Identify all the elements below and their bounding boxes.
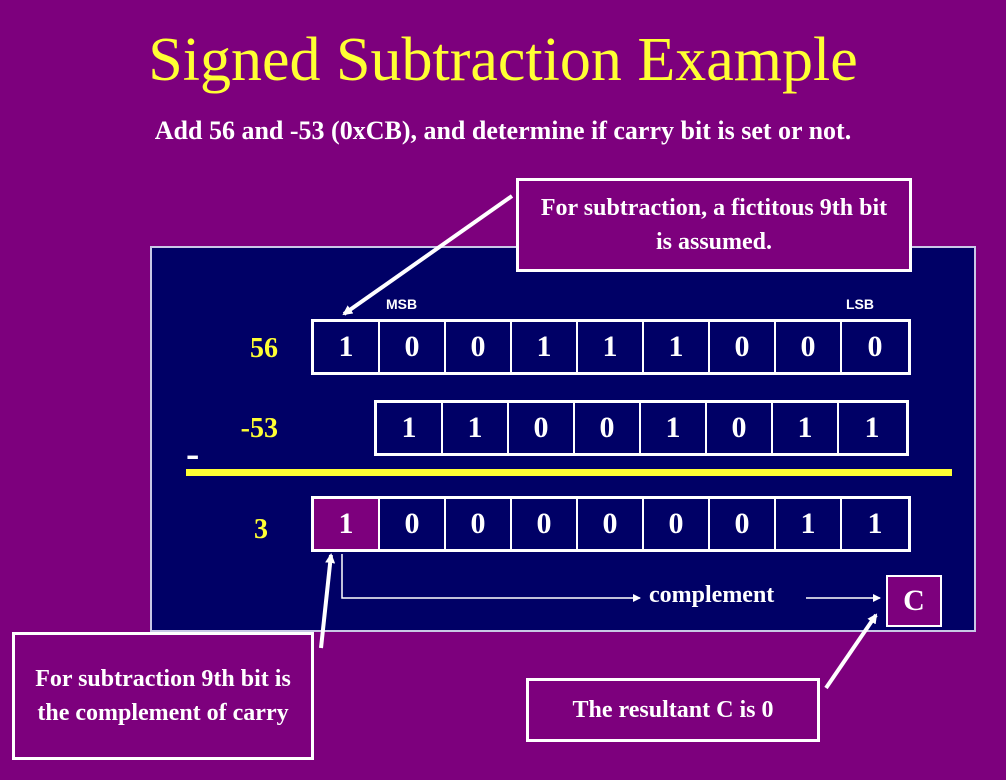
- callout-resultant-text: The resultant C is 0: [572, 697, 774, 723]
- callout-fictitious-bit-text: For subtraction, a fictitous 9th bit is …: [540, 195, 888, 255]
- slide-subtitle: Add 56 and -53 (0xCB), and determine if …: [154, 116, 852, 145]
- msb-label: MSB: [386, 296, 418, 312]
- bit-cell: 1: [314, 499, 380, 549]
- bit-cell: 1: [314, 322, 380, 372]
- arrow-to-msb: [342, 194, 514, 316]
- carry-box: C: [886, 575, 942, 627]
- callout-ninth-bit-text: For subtraction 9th bit is the complemen…: [35, 666, 291, 726]
- callout-resultant: The resultant C is 0: [526, 678, 820, 742]
- bit-cell: 0: [644, 499, 710, 549]
- callout-fictitious-bit: For subtraction, a fictitous 9th bit is …: [516, 178, 912, 272]
- callout-ninth-bit: For subtraction 9th bit is the complemen…: [12, 632, 314, 760]
- arrow-to-carry: [824, 613, 878, 690]
- bit-cell: 1: [578, 322, 644, 372]
- bit-cell: 1: [867, 507, 883, 540]
- bit-cell: 0: [575, 403, 641, 453]
- bit-cell: 1: [443, 403, 509, 453]
- bit-cell: 1: [641, 403, 707, 453]
- lsb-label: LSB: [846, 296, 874, 312]
- sum-line: [186, 469, 952, 476]
- bit-cell: 1: [377, 403, 443, 453]
- bit-cell: 1: [512, 322, 578, 372]
- bit-cell: 0: [512, 499, 578, 549]
- bit-cell: 1: [864, 411, 880, 444]
- row-label-minus-53: -53: [240, 413, 278, 444]
- complement-label: complement: [647, 582, 777, 609]
- bit-cell: 0: [710, 322, 776, 372]
- complement-connector: [341, 554, 641, 602]
- bit-cell: 0: [776, 322, 842, 372]
- bit-cell: 0: [509, 403, 575, 453]
- row-label-3: 3: [254, 514, 268, 545]
- bit-cell: 1: [773, 403, 839, 453]
- bit-cell: 1: [644, 322, 710, 372]
- bit-cell: 0: [578, 499, 644, 549]
- minus-sign: -: [186, 431, 200, 476]
- bit-cell: 0: [707, 403, 773, 453]
- bit-cell: 0: [446, 322, 512, 372]
- bit-cell: 0: [710, 499, 776, 549]
- slide-title: Signed Subtraction Example: [148, 26, 858, 94]
- arrow-to-ninth-bit: [319, 553, 336, 649]
- bit-cell: 0: [867, 330, 883, 363]
- bit-cell: 1: [776, 499, 842, 549]
- row-label-56: 56: [250, 333, 278, 364]
- bit-cell: 0: [446, 499, 512, 549]
- bit-cell: 0: [380, 322, 446, 372]
- bit-cell: 0: [380, 499, 446, 549]
